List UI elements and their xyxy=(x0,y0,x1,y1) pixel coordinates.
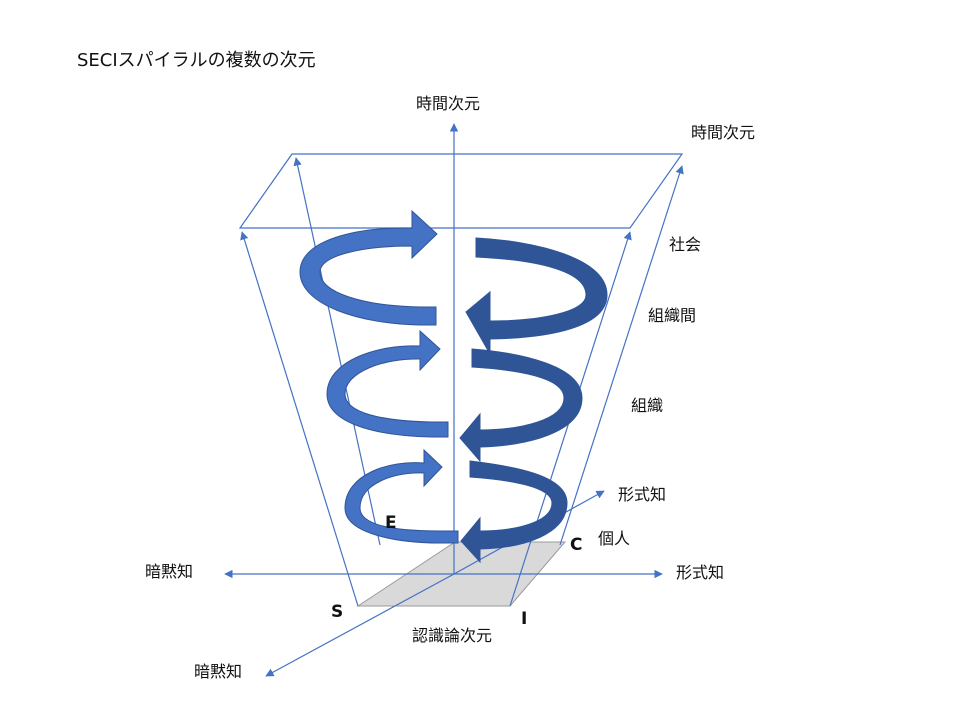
explicit-right-label: 形式知 xyxy=(676,563,724,582)
cone-edge-right-outer xyxy=(559,165,684,546)
spiral-arrow-3-left xyxy=(299,209,438,326)
top-plane xyxy=(238,153,684,229)
spiral-arrow-3-right xyxy=(465,237,608,356)
spiral-arrow-2-right xyxy=(459,348,583,463)
spiral-arrow-2-left xyxy=(326,329,449,438)
diagonal-axis-down xyxy=(265,573,455,677)
mode-label-e: E xyxy=(385,513,397,533)
diagram-title: SECIスパイラルの複数の次元 xyxy=(77,50,316,71)
spiral-arrow-1-left xyxy=(344,448,459,544)
level-organization-label: 組織 xyxy=(631,396,663,415)
tacit-diag-label: 暗黙知 xyxy=(194,662,242,681)
time-axis-label-right: 時間次元 xyxy=(691,123,755,142)
level-individual-label: 個人 xyxy=(598,529,630,548)
level-inter-org-label: 組織間 xyxy=(648,306,696,325)
level-society-label: 社会 xyxy=(669,235,701,254)
spiral-arrow-1-right xyxy=(460,460,568,564)
tacit-left-label: 暗黙知 xyxy=(145,562,193,581)
mode-label-s: S xyxy=(331,602,343,622)
explicit-diag-label: 形式知 xyxy=(618,485,666,504)
mode-label-i: I xyxy=(521,609,527,629)
cone-edge-left-outer xyxy=(240,231,359,607)
time-axis-label-center: 時間次元 xyxy=(416,94,480,113)
mode-label-c: C xyxy=(570,535,582,555)
epistemology-axis-label: 認識論次元 xyxy=(412,626,492,645)
